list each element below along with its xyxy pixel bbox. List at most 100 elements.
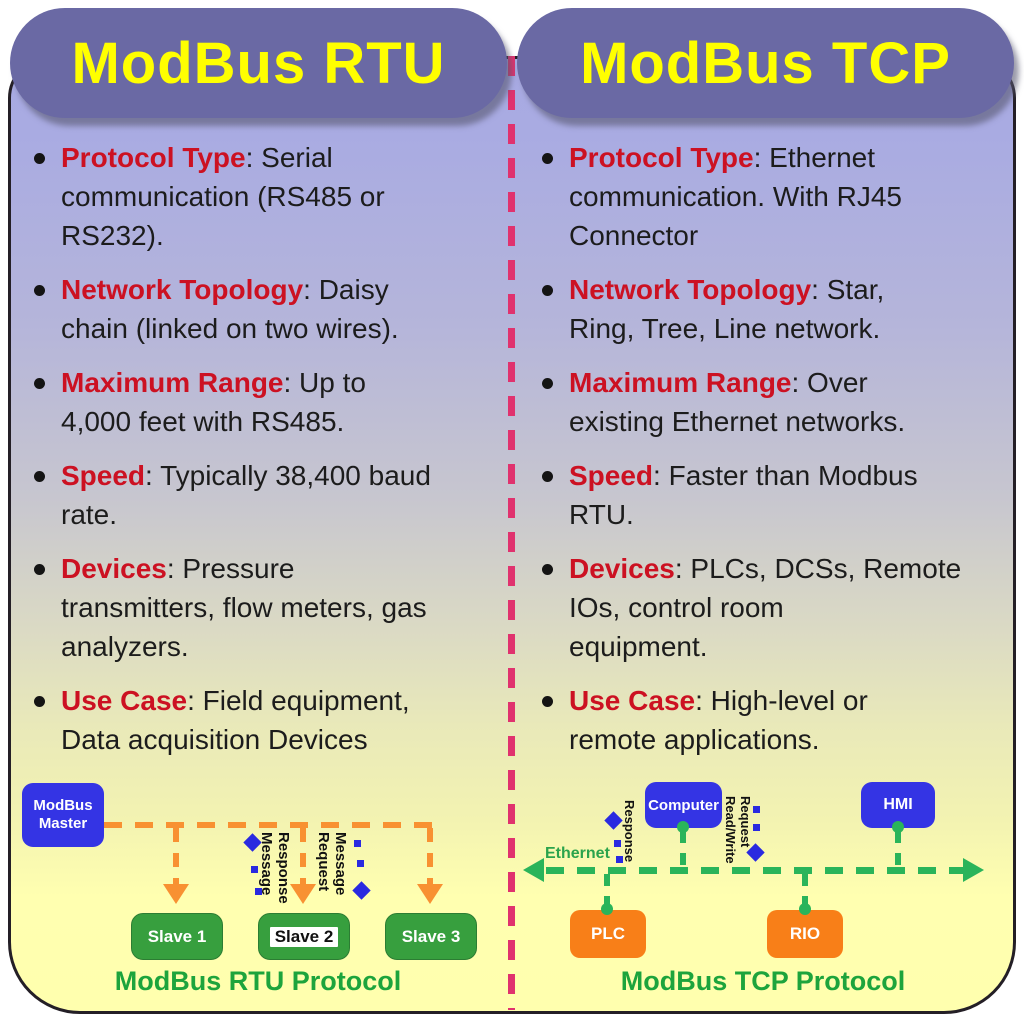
ethernet-bus-line — [546, 867, 964, 874]
bullet-text: : Field equipment, Data acquisition Devi… — [61, 685, 410, 755]
hmi-drop-line — [895, 831, 901, 869]
bullet-label: Speed — [569, 460, 654, 491]
tcp-caption: ModBus TCP Protocol — [620, 966, 906, 996]
square-icon — [251, 866, 258, 873]
plc-drop-line — [604, 874, 610, 908]
bullet-label: Devices — [569, 553, 675, 584]
rtu-bullet-list: Protocol Type: Serial communication (RS4… — [24, 138, 496, 774]
square-icon — [614, 840, 621, 847]
square-icon — [255, 888, 262, 895]
list-item: Maximum Range: Up to 4,000 feet with RS4… — [24, 363, 496, 441]
arrow-right-icon — [963, 858, 984, 882]
bullet-dot — [34, 153, 45, 164]
bullet-label: Devices — [61, 553, 167, 584]
connection-dot — [799, 903, 811, 915]
bullet-dot — [542, 153, 553, 164]
square-icon — [357, 860, 364, 867]
tcp-response-label: Response — [621, 800, 638, 870]
readwrite-line2: Request — [738, 796, 753, 848]
bullet-dot — [34, 378, 45, 389]
list-item: Speed: Faster than Modbus RTU. — [532, 456, 1004, 534]
rtu-drop-slave2 — [300, 828, 306, 884]
readwrite-request-label: Read/Write Request — [723, 796, 753, 876]
square-icon — [354, 840, 361, 847]
header-modbus-rtu: ModBus RTU — [10, 8, 507, 118]
master-label-line1: ModBus — [33, 797, 93, 814]
bullet-text: : Pressure transmitters, flow meters, ga… — [61, 553, 427, 662]
page-title-tcp: ModBus TCP — [580, 30, 951, 96]
computer-label: Computer — [648, 796, 719, 814]
arrow-left-icon — [523, 858, 544, 882]
bullet-text: : PLCs, DCSs, Remote IOs, control room e… — [569, 553, 962, 662]
diamond-icon — [604, 811, 623, 830]
bullet-dot — [34, 564, 45, 575]
slave3-label: Slave 3 — [401, 926, 461, 946]
request-line2: Message — [332, 832, 349, 896]
bullet-label: Maximum Range — [569, 367, 792, 398]
bullet-label: Network Topology — [569, 274, 812, 305]
bullet-text: : Over existing Ethernet networks. — [569, 367, 906, 437]
bullet-text: : Star, Ring, Tree, Line network. — [569, 274, 885, 344]
connection-dot — [892, 821, 904, 833]
bullet-dot — [34, 471, 45, 482]
list-item: Maximum Range: Over existing Ethernet ne… — [532, 363, 1004, 441]
bullet-text: : Typically 38,400 baud rate. — [61, 460, 431, 530]
arrow-down-icon — [290, 884, 316, 904]
bullet-label: Use Case — [61, 685, 188, 716]
computer-drop-line — [680, 831, 686, 869]
list-item: Devices: PLCs, DCSs, Remote IOs, control… — [532, 549, 1004, 666]
bullet-text: : Daisy chain (linked on two wires). — [61, 274, 399, 344]
bullet-label: Use Case — [569, 685, 696, 716]
list-item: Network Topology: Star, Ring, Tree, Line… — [532, 270, 1004, 348]
rio-node: RIO — [767, 910, 843, 958]
slave2-node: Slave 2 — [258, 913, 350, 960]
bullet-dot — [542, 696, 553, 707]
list-item: Protocol Type: Serial communication (RS4… — [24, 138, 496, 255]
response-line1: Response — [275, 832, 292, 904]
plc-label: PLC — [591, 924, 625, 943]
plc-node: PLC — [570, 910, 646, 958]
bullet-text: : Ethernet communication. With RJ45 Conn… — [569, 142, 903, 251]
bullet-text: : High-level or remote applications. — [569, 685, 868, 755]
slave1-node: Slave 1 — [131, 913, 223, 960]
slave2-label: Slave 2 — [269, 926, 339, 947]
bullet-dot — [542, 564, 553, 575]
rtu-drop-slave3 — [427, 828, 433, 884]
square-icon — [616, 856, 623, 863]
rtu-drop-slave1 — [173, 828, 179, 884]
connection-dot — [677, 821, 689, 833]
bullet-text: : Up to 4,000 feet with RS485. — [61, 367, 366, 437]
bullet-dot — [542, 471, 553, 482]
computer-node: Computer — [645, 782, 722, 828]
list-item: Network Topology: Daisy chain (linked on… — [24, 270, 496, 348]
list-item: Use Case: High-level or remote applicati… — [532, 681, 1004, 759]
bullet-dot — [542, 285, 553, 296]
rtu-bus-line — [104, 822, 434, 828]
center-divider-dashed-line — [508, 56, 515, 1010]
arrow-down-icon — [417, 884, 443, 904]
response-message-label: Response Message — [258, 832, 292, 942]
bullet-label: Protocol Type — [61, 142, 246, 173]
header-modbus-tcp: ModBus TCP — [517, 8, 1014, 118]
rtu-caption: ModBus RTU Protocol — [114, 966, 402, 996]
rio-label: RIO — [789, 924, 821, 943]
connection-dot — [601, 903, 613, 915]
hmi-label: HMI — [883, 796, 913, 813]
slave3-node: Slave 3 — [385, 913, 477, 960]
list-item: Protocol Type: Ethernet communication. W… — [532, 138, 1004, 255]
bullet-text: : Serial communication (RS485 or RS232). — [61, 142, 385, 251]
list-item: Speed: Typically 38,400 baud rate. — [24, 456, 496, 534]
bullet-dot — [34, 696, 45, 707]
square-icon — [753, 806, 760, 813]
bullet-text: : Faster than Modbus RTU. — [569, 460, 918, 530]
slave1-label: Slave 1 — [147, 926, 207, 946]
tcp-bullet-list: Protocol Type: Ethernet communication. W… — [532, 138, 1004, 774]
page-title-rtu: ModBus RTU — [71, 30, 446, 96]
list-item: Use Case: Field equipment, Data acquisit… — [24, 681, 496, 759]
arrow-down-icon — [163, 884, 189, 904]
square-icon — [753, 824, 760, 831]
response-line2: Message — [258, 832, 275, 896]
rio-drop-line — [802, 874, 808, 908]
